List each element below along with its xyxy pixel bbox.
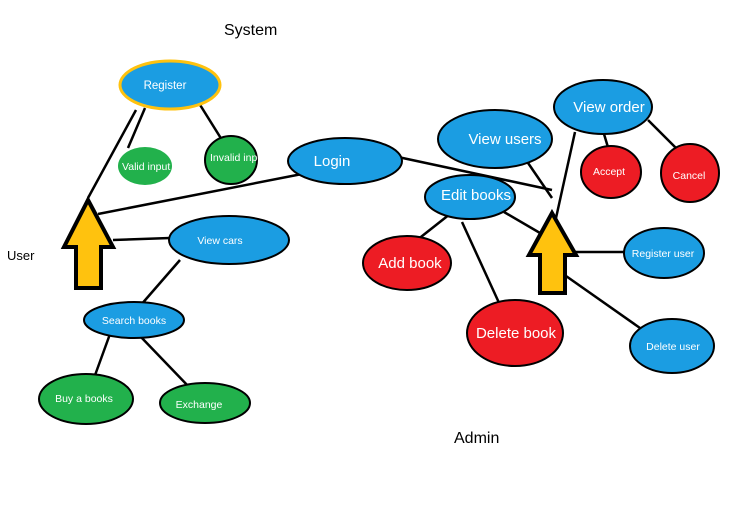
admin-label: Admin — [454, 430, 499, 447]
system-label: System — [224, 22, 277, 39]
register-label: Register — [144, 80, 187, 92]
valid-input-label: Valid input — [122, 161, 170, 173]
login-label: Login — [314, 153, 351, 170]
line-search-exchange — [139, 335, 191, 389]
valid-input-node — [118, 147, 172, 185]
line-viewusers-admin — [524, 159, 554, 199]
search-books-label: Search books — [102, 315, 166, 327]
delete-book-node — [466, 299, 564, 367]
buy-books-label: Buy a books — [55, 393, 113, 405]
login-node — [287, 137, 403, 185]
accept-label: Accept — [593, 166, 625, 178]
register-user-label: Register user — [632, 248, 695, 260]
user-arrow-icon — [60, 195, 117, 290]
buy-books-node — [38, 373, 134, 425]
view-users-node — [437, 109, 553, 169]
delete-book-label: Delete book — [476, 325, 557, 342]
cancel-label: Cancel — [673, 170, 706, 182]
line-vieworder-admin — [554, 131, 577, 219]
line-viewcars-search — [139, 259, 181, 307]
line-admin-deleteuser — [565, 274, 641, 330]
edit-books-label: Edit books — [441, 187, 511, 204]
line-editbooks-delete — [460, 221, 502, 306]
view-cars-label: View cars — [197, 235, 242, 247]
edit-books-node — [424, 174, 516, 220]
delete-user-node — [629, 318, 715, 374]
line-register-valid — [126, 107, 147, 149]
line-login-admin — [397, 155, 553, 192]
view-cars-node — [168, 215, 290, 265]
view-order-label: View order — [573, 99, 644, 116]
add-book-label: Add book — [378, 255, 442, 272]
accept-node — [580, 145, 642, 199]
view-order-node — [553, 79, 653, 135]
invalid-input-label: Invalid input — [210, 152, 266, 164]
line-search-buy — [92, 333, 112, 379]
view-users-label: View users — [468, 131, 541, 148]
line-user-register — [86, 109, 138, 199]
line-user-login — [97, 172, 303, 216]
exchange-node — [159, 382, 251, 424]
register-node — [118, 59, 222, 111]
admin-arrow-icon — [525, 208, 580, 295]
user-label: User — [7, 248, 35, 263]
invalid-input-node — [204, 135, 258, 185]
register-user-node — [623, 227, 705, 279]
line-register-invalid — [195, 99, 224, 141]
exchange-label: Exchange — [176, 399, 223, 411]
delete-user-label: Delete user — [646, 341, 700, 353]
search-books-node — [83, 301, 185, 339]
line-vieworder-cancel — [647, 119, 679, 151]
line-user-viewcars — [112, 236, 171, 242]
add-book-node — [362, 235, 452, 291]
cancel-node — [660, 143, 720, 203]
